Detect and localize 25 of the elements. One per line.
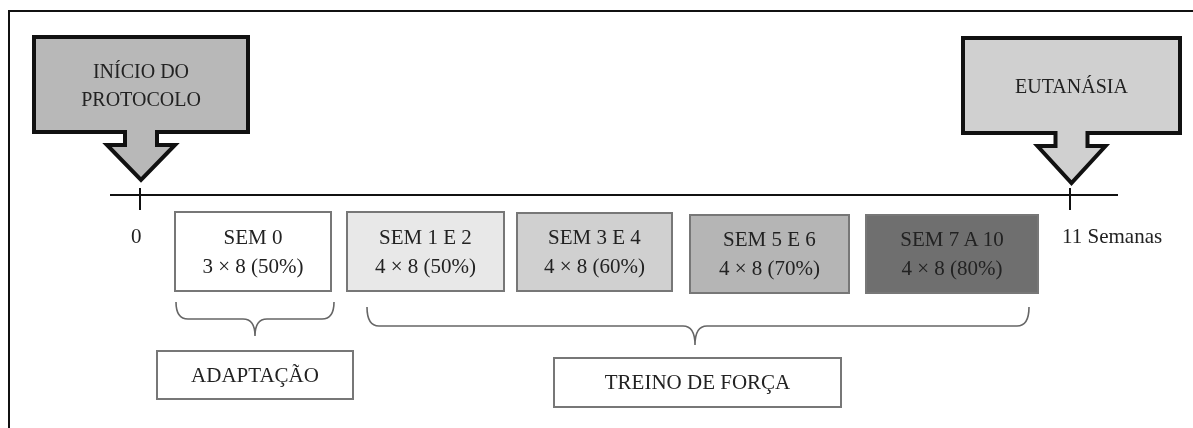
phase-label: ADAPTAÇÃO [191, 361, 319, 389]
phase-label: TREINO DE FORÇA [604, 369, 791, 396]
load-label: 4 × 8 (70%) [718, 255, 821, 282]
callout-text: INÍCIO DO PROTOCOLO [80, 58, 202, 112]
axis-unit-label: 11 Semanas [1062, 223, 1163, 250]
week-label: SEM 0 [223, 223, 283, 251]
load-label: 4 × 8 (50%) [374, 252, 477, 280]
start-callout [34, 37, 248, 180]
week-label: SEM 1 E 2 [379, 223, 472, 251]
week-box [689, 214, 850, 294]
phase-box [156, 350, 354, 400]
week-box [516, 212, 673, 292]
end-callout [963, 38, 1180, 183]
week-label: SEM 3 E 4 [548, 224, 641, 251]
load-label: 3 × 8 (50%) [202, 252, 304, 280]
load-label: 4 × 8 (80%) [901, 255, 1003, 282]
callout-text: EUTANÁSIA [1015, 73, 1128, 99]
week-box [174, 211, 332, 292]
week-box [346, 211, 505, 292]
phase-box [553, 357, 842, 408]
week-label: SEM 7 A 10 [900, 226, 1004, 253]
load-label: 4 × 8 (60%) [543, 253, 646, 280]
week-box [865, 214, 1039, 294]
tick-label: 0 [131, 223, 142, 250]
week-label: SEM 5 E 6 [723, 226, 816, 253]
